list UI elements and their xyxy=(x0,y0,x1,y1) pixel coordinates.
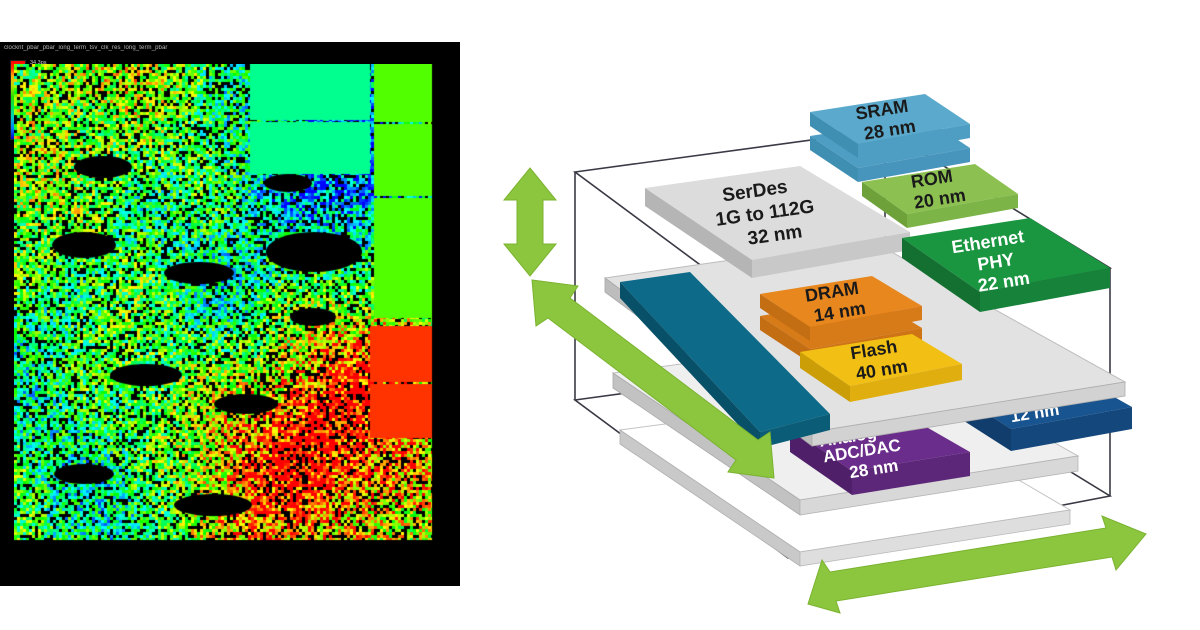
die-flash[interactable]: Flash 40 nm xyxy=(800,334,962,402)
width-scaling-arrow xyxy=(807,515,1147,614)
heatmap-plot xyxy=(14,64,444,562)
die-dram[interactable]: DRAM 14 nm xyxy=(760,276,922,363)
die-analog-adc-dac[interactable]: Analog ADC/DAC 28 nm xyxy=(790,413,970,495)
vertical-scaling-arrow xyxy=(502,167,558,277)
diagram-svg: Analog ADC/DAC 28 nm Programmable Logic … xyxy=(502,94,1147,614)
chiplet-stack-diagram: Analog ADC/DAC 28 nm Programmable Logic … xyxy=(470,0,1200,630)
die-interface-bar[interactable] xyxy=(620,272,830,448)
depth-scaling-arrow xyxy=(531,279,775,479)
die-ethernet-phy[interactable]: Ethernet PHY 22 nm xyxy=(902,218,1110,312)
die-sram[interactable]: SRAM 28 nm xyxy=(810,94,970,182)
colorbar-max-label: 34.3ps xyxy=(30,60,47,66)
die-serdes[interactable]: SerDes 1G to 112G 32 nm xyxy=(645,166,910,278)
heatmap-title: clocknt_pbar_pbar_long_term_tsv_clk_res_… xyxy=(4,45,168,51)
heatmap-canvas xyxy=(14,64,444,562)
heatmap-panel: clocknt_pbar_pbar_long_term_tsv_clk_res_… xyxy=(0,42,460,586)
